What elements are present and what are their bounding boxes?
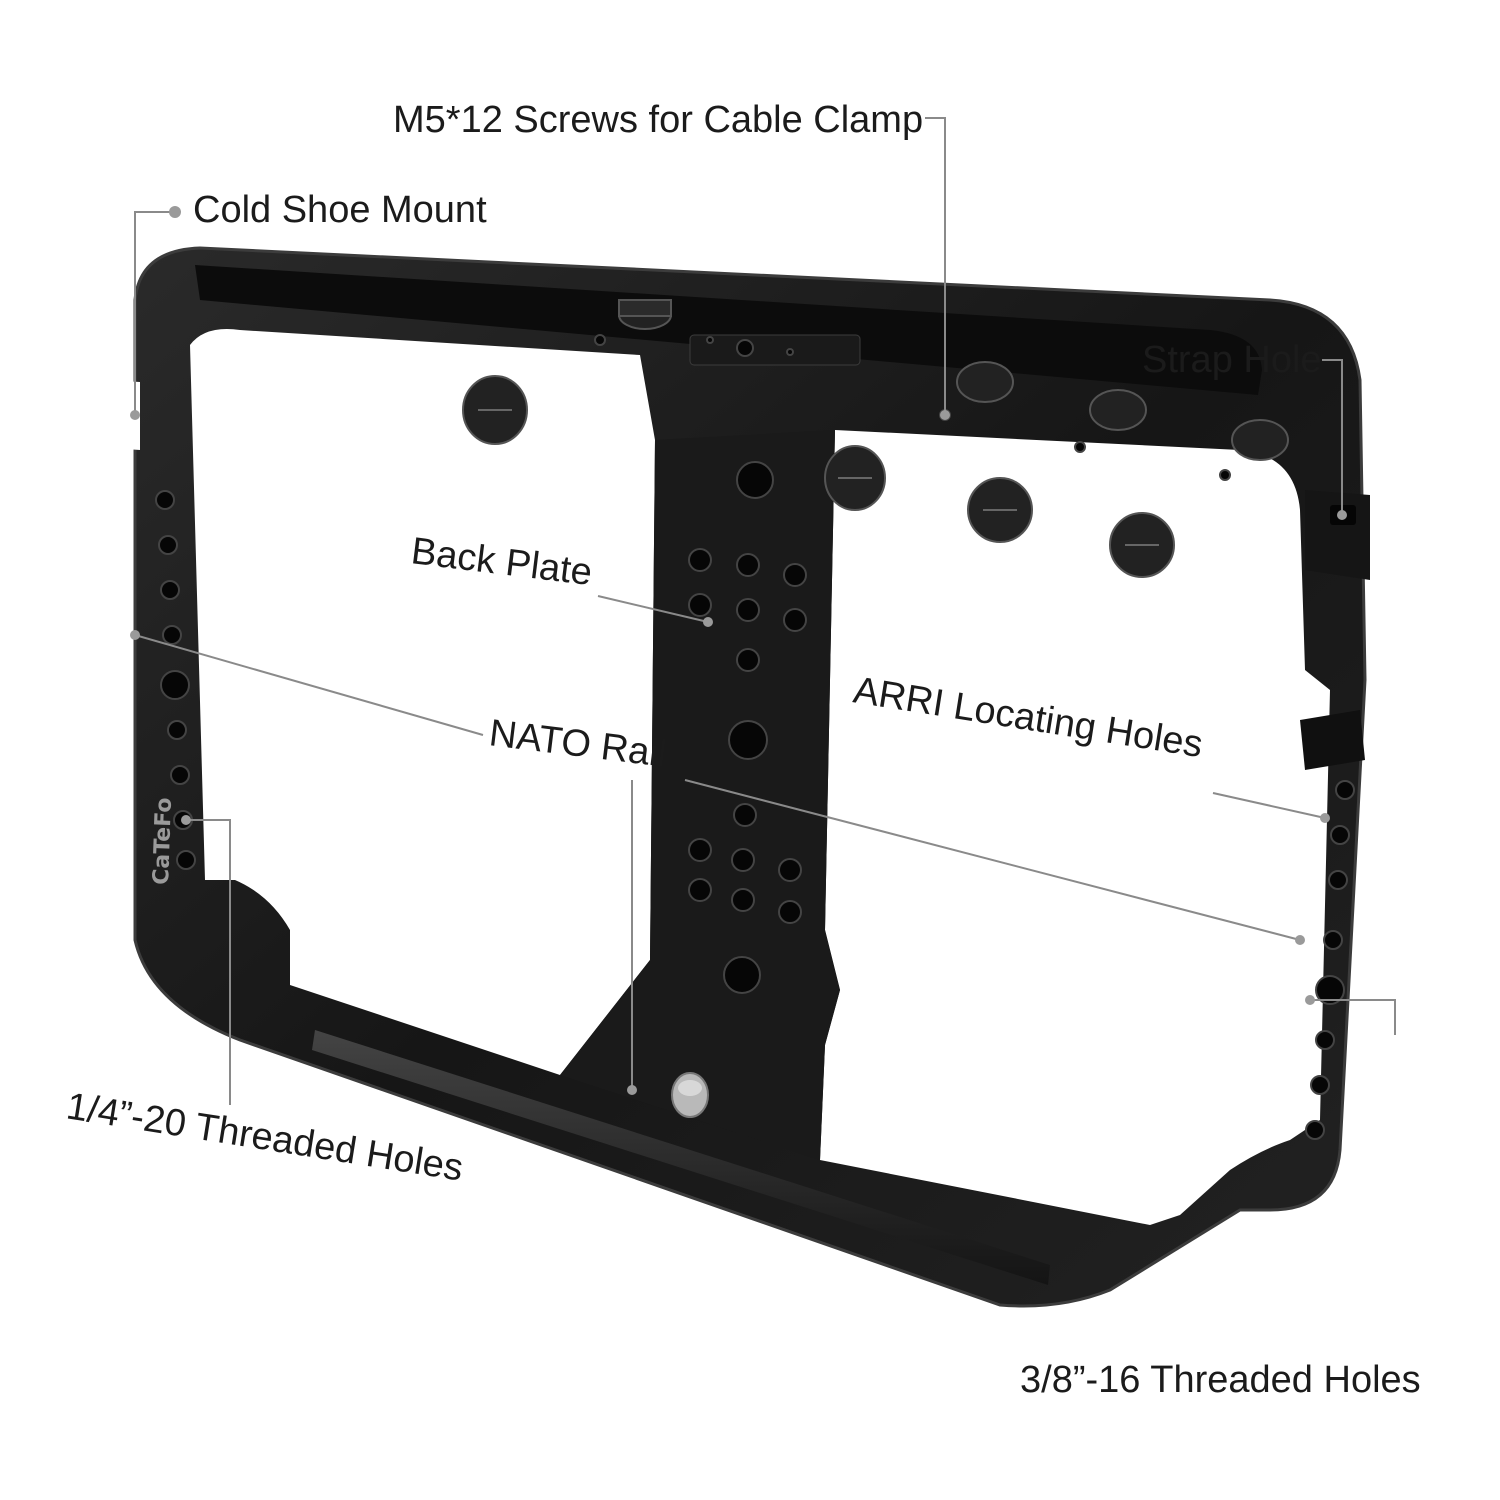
window-right xyxy=(820,430,1330,1225)
left-notch xyxy=(105,380,140,450)
strap-lug xyxy=(1305,490,1370,580)
bottom-screw xyxy=(671,1072,709,1118)
screw xyxy=(824,445,886,511)
screw xyxy=(1231,419,1289,461)
threaded-holes xyxy=(155,334,1355,1140)
back-plate xyxy=(560,430,840,1160)
screw xyxy=(1109,512,1175,578)
leader-lines xyxy=(130,117,1396,1105)
label-m5-screws: M5*12 Screws for Cable Clamp xyxy=(393,99,923,141)
screw xyxy=(967,477,1033,543)
arri-block xyxy=(1300,710,1365,770)
screw xyxy=(618,299,672,330)
label-quarter-threads: 1/4”-20 Threaded Holes xyxy=(64,1085,466,1189)
window-left xyxy=(190,329,655,1075)
cable-clamp-screws xyxy=(462,299,1289,578)
label-cold-shoe: Cold Shoe Mount xyxy=(193,189,487,231)
brand-logo: CaTeFo xyxy=(149,797,177,885)
screw xyxy=(956,361,1014,403)
cage-frame xyxy=(105,246,1370,1308)
screw xyxy=(462,375,528,445)
mount-block xyxy=(689,334,861,366)
screw xyxy=(1089,389,1147,431)
label-threeeighths-threads: 3/8”-16 Threaded Holes xyxy=(1020,1359,1421,1401)
label-strap-hole: Strap Hole xyxy=(1142,339,1322,381)
nato-rail-bar xyxy=(312,1030,1050,1285)
